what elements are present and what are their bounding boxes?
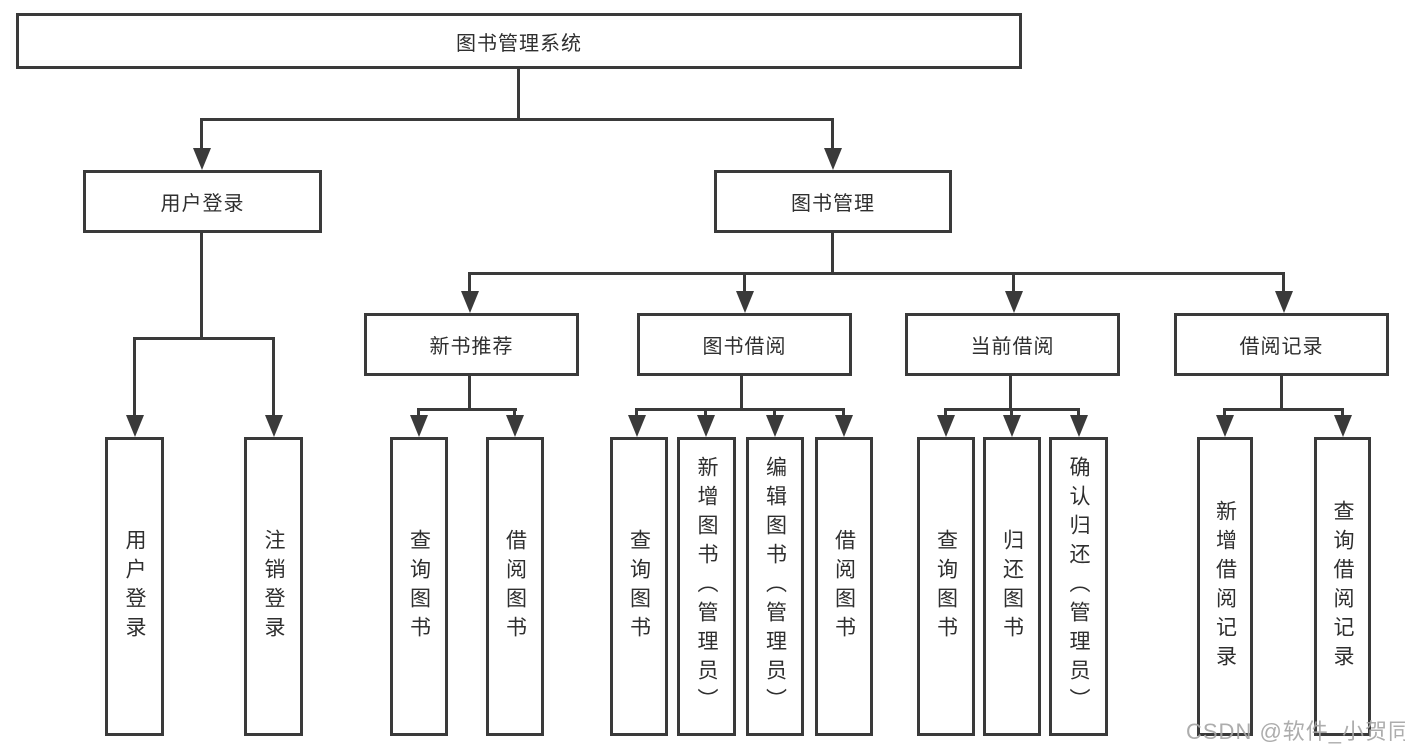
leaf-add-borrow-record: 新增借阅记录 xyxy=(1197,437,1253,736)
connector-line xyxy=(1077,408,1080,416)
leaf-query-borrow-record-label: 查询借阅记录 xyxy=(1331,499,1354,674)
node-root-label: 图书管理系统 xyxy=(456,32,582,55)
leaf-confirm-return-admin-label: 确认归还（管理员） xyxy=(1067,456,1090,717)
node-book-management: 图书管理 xyxy=(714,170,952,233)
leaf-add-book-admin-label: 新增图书（管理员） xyxy=(695,456,718,717)
leaf-edit-book-admin: 编辑图书（管理员） xyxy=(746,437,804,736)
connector-line xyxy=(743,272,746,292)
node-user-login: 用户登录 xyxy=(83,170,322,233)
connector-line xyxy=(1282,272,1285,292)
connector-line xyxy=(635,408,845,411)
connector-line xyxy=(1341,408,1344,416)
leaf-borrow-books-borrow: 借阅图书 xyxy=(815,437,873,736)
leaf-borrow-books-newbook: 借阅图书 xyxy=(486,437,544,736)
node-book-management-label: 图书管理 xyxy=(791,193,875,215)
arrowhead-icon xyxy=(1003,415,1021,437)
connector-line xyxy=(133,337,136,416)
arrowhead-icon xyxy=(1216,415,1234,437)
leaf-add-book-admin: 新增图书（管理员） xyxy=(677,437,736,736)
leaf-user-login-label: 用户登录 xyxy=(123,528,146,645)
arrowhead-icon xyxy=(265,415,283,437)
connector-line xyxy=(944,408,947,416)
arrowhead-icon xyxy=(697,415,715,437)
node-new-book-recommend-label: 新书推荐 xyxy=(429,336,514,358)
arrowhead-icon xyxy=(628,415,646,437)
node-borrow-records-label: 借阅记录 xyxy=(1239,336,1324,358)
arrowhead-icon xyxy=(1275,291,1293,313)
arrowhead-icon xyxy=(766,415,784,437)
arrowhead-icon xyxy=(1005,291,1023,313)
connector-line xyxy=(200,118,203,149)
leaf-user-login: 用户登录 xyxy=(105,437,164,736)
connector-line xyxy=(740,376,743,408)
leaf-borrow-books-newbook-label: 借阅图书 xyxy=(503,528,527,645)
connector-line xyxy=(1009,376,1012,408)
leaf-add-borrow-record-label: 新增借阅记录 xyxy=(1213,499,1237,674)
connector-line xyxy=(773,408,776,416)
connector-line xyxy=(517,69,520,118)
leaf-edit-book-admin-label: 编辑图书（管理员） xyxy=(763,456,787,717)
arrowhead-icon xyxy=(193,148,211,170)
leaf-return-book-label: 归还图书 xyxy=(1000,528,1024,645)
leaf-logout: 注销登录 xyxy=(244,437,303,736)
connector-line xyxy=(468,376,471,408)
node-borrow-records: 借阅记录 xyxy=(1174,313,1389,376)
connector-line xyxy=(468,272,471,292)
arrowhead-icon xyxy=(1334,415,1352,437)
connector-line xyxy=(200,118,834,121)
connector-line xyxy=(831,118,834,149)
node-current-borrow-label: 当前借阅 xyxy=(970,336,1055,358)
arrowhead-icon xyxy=(937,415,955,437)
connector-line xyxy=(513,408,516,416)
node-new-book-recommend: 新书推荐 xyxy=(364,313,579,376)
node-root-library-system: 图书管理系统 xyxy=(16,13,1022,69)
connector-line xyxy=(200,233,203,337)
node-current-borrow: 当前借阅 xyxy=(905,313,1120,376)
connector-line xyxy=(1223,408,1344,411)
leaf-query-books-current: 查询图书 xyxy=(917,437,975,736)
leaf-query-books-newbook: 查询图书 xyxy=(390,437,448,736)
node-user-login-label: 用户登录 xyxy=(160,193,245,215)
csdn-watermark: CSDN @软件_小贺同学 xyxy=(1186,719,1405,744)
connector-line xyxy=(1223,408,1226,416)
connector-line xyxy=(831,233,834,272)
leaf-query-borrow-record: 查询借阅记录 xyxy=(1314,437,1371,736)
arrowhead-icon xyxy=(736,291,754,313)
leaf-query-books-current-label: 查询图书 xyxy=(934,528,958,645)
leaf-return-book: 归还图书 xyxy=(983,437,1041,736)
connector-line xyxy=(272,337,275,416)
arrowhead-icon xyxy=(410,415,428,437)
connector-line xyxy=(635,408,638,416)
node-book-borrow-label: 图书借阅 xyxy=(702,336,787,358)
leaf-query-books-newbook-label: 查询图书 xyxy=(407,528,431,645)
connector-line xyxy=(1010,408,1013,416)
connector-line xyxy=(1012,272,1015,292)
connector-line xyxy=(1280,376,1283,408)
node-book-borrow: 图书借阅 xyxy=(637,313,852,376)
connector-line xyxy=(468,272,1285,275)
connector-line xyxy=(842,408,845,416)
arrowhead-icon xyxy=(461,291,479,313)
arrowhead-icon xyxy=(835,415,853,437)
leaf-confirm-return-admin: 确认归还（管理员） xyxy=(1049,437,1108,736)
arrowhead-icon xyxy=(1070,415,1088,437)
connector-line xyxy=(704,408,707,416)
leaf-query-books-borrow-label: 查询图书 xyxy=(627,528,651,645)
connector-line xyxy=(417,408,517,411)
connector-line xyxy=(133,337,275,340)
leaf-logout-label: 注销登录 xyxy=(262,528,285,645)
leaf-query-books-borrow: 查询图书 xyxy=(610,437,668,736)
arrowhead-icon xyxy=(824,148,842,170)
connector-line xyxy=(417,408,420,416)
leaf-borrow-books-borrow-label: 借阅图书 xyxy=(832,528,856,645)
arrowhead-icon xyxy=(506,415,524,437)
arrowhead-icon xyxy=(126,415,144,437)
